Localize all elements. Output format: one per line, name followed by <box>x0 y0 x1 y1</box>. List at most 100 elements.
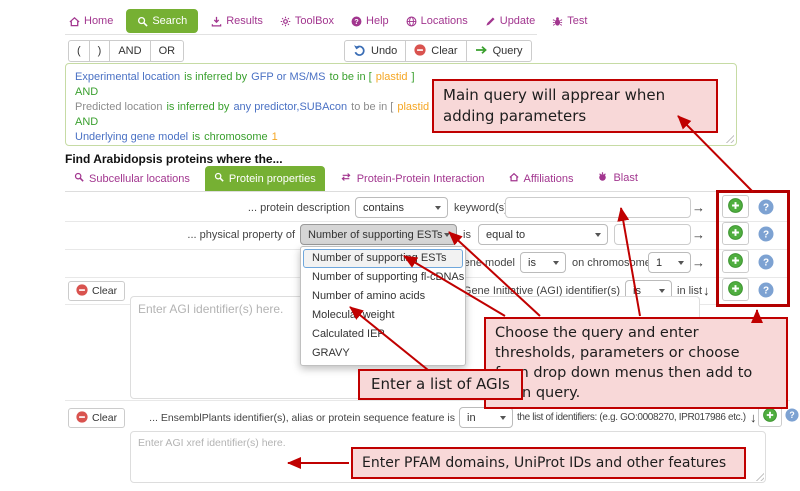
query-token: is inferred by <box>166 101 230 113</box>
nav-label: Home <box>84 15 114 27</box>
nav-label: Search <box>152 15 188 27</box>
paren-close-button[interactable]: ) <box>88 40 111 62</box>
plus-circle-icon <box>763 407 777 425</box>
help-gene-model-icon[interactable]: ? <box>758 254 774 273</box>
resize-grip[interactable] <box>755 472 764 481</box>
nav-item-test[interactable]: Test <box>548 10 591 32</box>
query-token: Underlying gene model <box>75 131 189 143</box>
help-agi-list-icon[interactable]: ? <box>758 282 774 301</box>
add-physical-property-button[interactable] <box>722 222 749 245</box>
nav-label: Locations <box>420 15 468 27</box>
download-icon <box>211 16 222 27</box>
xref-in-value: in <box>467 411 476 424</box>
clear-xref-button[interactable]: Clear <box>68 408 126 428</box>
arrow-right-icon <box>475 44 488 59</box>
tab-label: Blast <box>613 172 638 184</box>
on-chromosome-label: on chromosome <box>572 257 651 269</box>
help-protein-description-icon[interactable]: ? <box>758 199 774 218</box>
physical-property-select-value: Number of supporting ESTs <box>308 228 443 241</box>
exchange-icon <box>340 172 352 185</box>
chevron-down-icon <box>444 233 450 237</box>
nav-label: Update <box>499 15 536 27</box>
home-icon <box>69 16 80 27</box>
dropdown-option-flcdnas[interactable]: Number of supporting fl-cDNAs <box>312 271 465 283</box>
physical-property-select[interactable]: Number of supporting ESTs <box>300 224 457 245</box>
undo-label: Undo <box>371 45 398 57</box>
svg-text:?: ? <box>763 286 769 297</box>
gene-model-is-select[interactable]: is <box>520 252 566 273</box>
annotation-main-query: Main query will apprear when adding para… <box>432 79 718 133</box>
tab-protein-protein-interaction[interactable]: Protein-Protein Interaction <box>331 166 494 191</box>
query-token: plastid <box>375 71 408 83</box>
add-gene-model-button[interactable] <box>722 250 749 273</box>
dropdown-option-molecular-weight[interactable]: Molecular weight <box>312 309 395 321</box>
add-protein-description-button[interactable] <box>722 195 749 218</box>
paren-open-button[interactable]: ( <box>68 40 90 62</box>
dropdown-option-gravy[interactable]: GRAVY <box>312 347 350 359</box>
query-token: GFP or MS/MS <box>251 71 326 83</box>
dropdown-option-calculated-iep[interactable]: Calculated IEP <box>312 328 385 340</box>
minus-circle-icon <box>76 283 88 299</box>
chevron-down-icon <box>435 206 441 210</box>
query-token: ] <box>411 71 415 83</box>
row-divider <box>65 400 790 401</box>
query-token: is <box>192 131 201 143</box>
minus-circle-icon <box>76 410 88 426</box>
chromosome-select-value: 1 <box>656 256 663 269</box>
query-action-group: Undo Clear Query <box>344 40 532 62</box>
dropdown-option-ests[interactable]: Number of supporting ESTs <box>303 249 463 268</box>
svg-text:?: ? <box>763 230 769 241</box>
and-label: AND <box>118 45 142 57</box>
nav-item-update[interactable]: Update <box>481 10 539 32</box>
main-nav: Home Search Results ToolBox ? Help Locat… <box>65 8 587 35</box>
comparator-select[interactable]: equal to <box>478 224 608 245</box>
dropdown-option-amino-acids[interactable]: Number of amino acids <box>312 290 426 302</box>
undo-icon <box>353 44 366 59</box>
query-token: 1 <box>271 131 278 143</box>
tab-affiliations[interactable]: Affiliations <box>500 166 583 191</box>
tab-label: Affiliations <box>523 172 574 185</box>
nav-item-help[interactable]: ? Help <box>347 10 393 32</box>
paren-close-label: ) <box>97 45 102 57</box>
nav-label: Results <box>226 15 263 27</box>
help-physical-property-icon[interactable]: ? <box>758 226 774 245</box>
add-agi-list-button[interactable] <box>722 278 749 301</box>
keyword-label: keyword(s) <box>454 202 508 214</box>
chevron-down-icon <box>500 416 506 420</box>
contains-select[interactable]: contains <box>355 197 448 218</box>
clear-agi-button[interactable]: Clear <box>68 281 126 301</box>
tab-label: Protein-Protein Interaction <box>356 172 485 185</box>
protein-description-label: ... protein description <box>247 202 350 214</box>
agi-is-value: is <box>633 284 641 297</box>
nav-item-results[interactable]: Results <box>207 10 267 32</box>
chromosome-select[interactable]: 1 <box>648 252 691 273</box>
bug-icon <box>552 16 563 27</box>
xref-in-select[interactable]: in <box>459 407 513 428</box>
page-title: Find Arabidopsis proteins where the... <box>65 152 283 166</box>
clear-query-button[interactable]: Clear <box>405 40 467 62</box>
threshold-input[interactable] <box>614 224 691 245</box>
tab-blast[interactable]: Blast <box>588 165 646 191</box>
clear-agi-label: Clear <box>92 285 118 297</box>
nav-item-home[interactable]: Home <box>65 10 117 32</box>
and-button[interactable]: AND <box>109 40 151 62</box>
keyword-input[interactable] <box>505 197 691 218</box>
svg-text:?: ? <box>789 410 794 420</box>
comparator-select-value: equal to <box>486 228 526 241</box>
run-query-button[interactable]: Query <box>465 40 532 62</box>
or-label: OR <box>158 45 176 57</box>
undo-button[interactable]: Undo <box>344 40 407 62</box>
help-xref-list-icon[interactable]: ? <box>785 408 799 425</box>
down-flow-arrow: ↓ <box>703 283 710 298</box>
query-token: any predictor,SUBAcon <box>233 101 348 113</box>
nav-item-toolbox[interactable]: ToolBox <box>276 10 338 32</box>
tab-subcellular-locations[interactable]: Subcellular locations <box>65 166 199 191</box>
svg-text:?: ? <box>354 16 359 25</box>
tab-protein-properties[interactable]: Protein properties <box>204 166 325 191</box>
or-button[interactable]: OR <box>149 40 185 62</box>
nav-item-search[interactable]: Search <box>126 9 199 33</box>
minus-circle-icon <box>414 43 426 59</box>
tab-label: Protein properties <box>228 172 316 185</box>
nav-item-locations[interactable]: Locations <box>402 10 472 32</box>
